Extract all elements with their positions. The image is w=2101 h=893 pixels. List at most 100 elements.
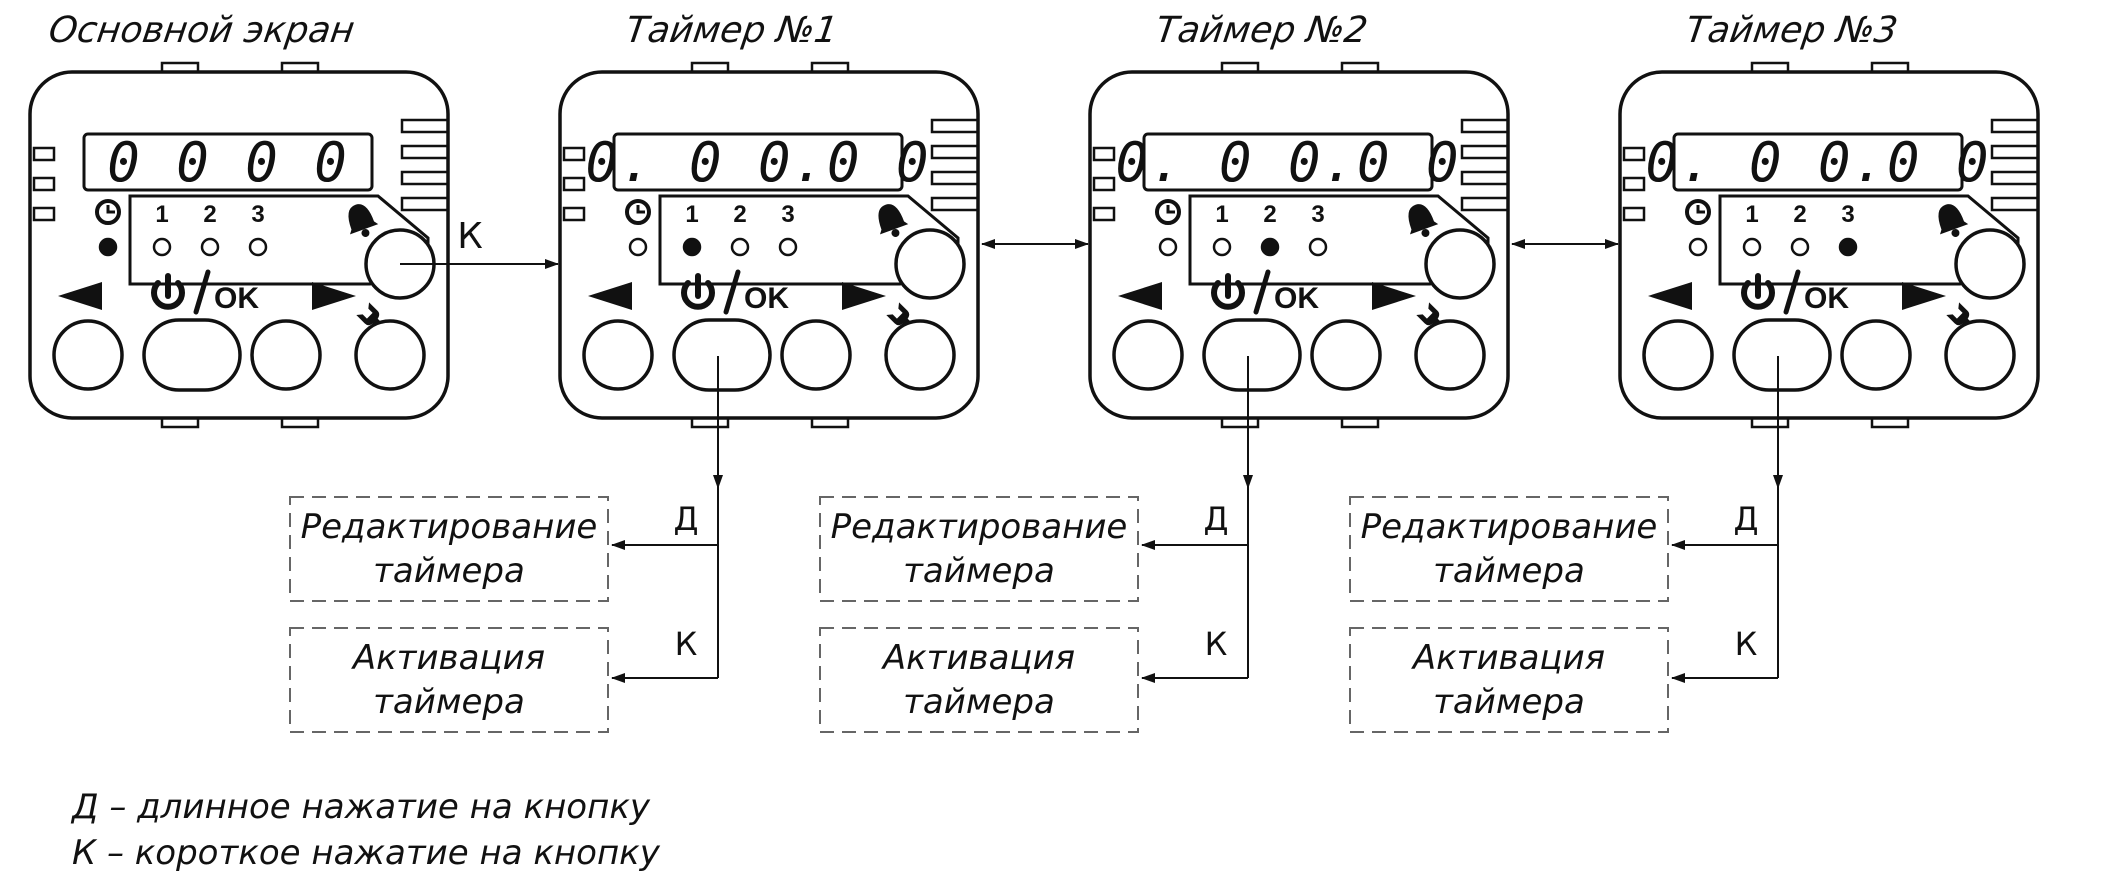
short-press-label: К [1205, 625, 1228, 663]
lcd-display [1672, 132, 1964, 192]
side-slot [562, 206, 586, 222]
bell-icon [348, 204, 379, 238]
side-slot [1990, 144, 2040, 160]
timer-indicator-dot [682, 237, 702, 257]
timer-indicator-dot [1260, 237, 1280, 257]
right-triangle-icon [312, 282, 356, 310]
timer-indicator-dot [1212, 237, 1232, 257]
bell-icon [1938, 204, 1969, 238]
left-button[interactable] [1112, 319, 1184, 391]
device-body [558, 70, 980, 420]
settings-button[interactable] [1944, 319, 2016, 391]
lcd-digits: 0. 0 0.0 0 [1115, 131, 1460, 194]
bell-icon [1408, 204, 1439, 238]
timer-number: 1 [685, 201, 698, 228]
right-button[interactable] [1840, 319, 1912, 391]
timer-number: 2 [203, 201, 216, 228]
activate-timer-box [1349, 627, 1669, 733]
settings-button[interactable] [1414, 319, 1486, 391]
long-press-label: Д [1204, 500, 1229, 538]
right-triangle-icon [1372, 282, 1416, 310]
side-slot [562, 146, 586, 162]
timer-number: 1 [155, 201, 168, 228]
power-ok-button[interactable] [142, 318, 242, 392]
device-title: Таймер №2 [1153, 8, 1370, 51]
side-slot [1092, 146, 1116, 162]
right-button[interactable] [780, 319, 852, 391]
ok-label: OK [1804, 282, 1849, 315]
side-slot [400, 144, 450, 160]
side-slot [32, 176, 56, 192]
clock-icon [95, 199, 121, 225]
edit-timer-label: Редактирование [301, 507, 598, 547]
side-slot [1460, 118, 1510, 134]
timer-number: 2 [1793, 201, 1806, 228]
side-slot [930, 196, 980, 212]
timer-indicator-dot [200, 237, 220, 257]
edit-timer-label: таймера [373, 551, 525, 591]
edit-timer-label: таймера [903, 551, 1055, 591]
clock-icon [1155, 199, 1181, 225]
side-slot [1990, 118, 2040, 134]
clock-indicator [1158, 237, 1178, 257]
select-knob-button[interactable] [1954, 228, 2026, 300]
clock-indicator [98, 237, 118, 257]
left-triangle-icon [1118, 282, 1162, 310]
timer-indicator-dot [1838, 237, 1858, 257]
slash [1253, 269, 1271, 315]
right-button[interactable] [1310, 319, 1382, 391]
power-icon [681, 273, 715, 310]
power-ok-button[interactable] [672, 318, 772, 392]
activate-timer-box [289, 627, 609, 733]
edit-timer-box [289, 496, 609, 602]
timer-number: 1 [1215, 201, 1228, 228]
side-slot [930, 144, 980, 160]
ok-label: OK [1274, 282, 1319, 315]
left-button[interactable] [582, 319, 654, 391]
right-button[interactable] [250, 319, 322, 391]
bell-icon [878, 204, 909, 238]
timer-indicator-dot [778, 237, 798, 257]
legend-line: К – короткое нажатие на кнопку [72, 833, 661, 873]
lcd-display [612, 132, 904, 192]
power-ok-button[interactable] [1732, 318, 1832, 392]
activate-timer-label: таймера [1433, 682, 1585, 722]
select-knob-button[interactable] [1424, 228, 1496, 300]
settings-button[interactable] [354, 319, 426, 391]
power-ok-button[interactable] [1202, 318, 1302, 392]
device-title: Таймер №1 [623, 8, 840, 51]
left-triangle-icon [1648, 282, 1692, 310]
lcd-digits: 0. 0 0.0 0 [585, 131, 930, 194]
clock-indicator [1688, 237, 1708, 257]
side-slot [32, 206, 56, 222]
side-slot [32, 146, 56, 162]
left-button[interactable] [1642, 319, 1714, 391]
clock-icon [625, 199, 651, 225]
power-icon [1211, 273, 1245, 310]
long-press-label: Д [674, 500, 699, 538]
edit-timer-box [1349, 496, 1669, 602]
device-title: Основной экран [46, 8, 357, 51]
timer-number: 2 [733, 201, 746, 228]
device-body [1088, 70, 1510, 420]
activate-timer-label: таймера [903, 682, 1055, 722]
timer-number: 3 [251, 201, 264, 228]
timer-number: 3 [1841, 201, 1854, 228]
timer-number: 3 [781, 201, 794, 228]
side-slot [400, 118, 450, 134]
timer-number: 3 [1311, 201, 1324, 228]
select-knob-button[interactable] [894, 228, 966, 300]
side-slot [1460, 144, 1510, 160]
side-slot [1990, 196, 2040, 212]
settings-button[interactable] [884, 319, 956, 391]
side-slot [562, 176, 586, 192]
device-body [1618, 70, 2040, 420]
slash [1783, 269, 1801, 315]
lcd-digits: 0 0 0 0 [107, 131, 349, 194]
left-button[interactable] [52, 319, 124, 391]
